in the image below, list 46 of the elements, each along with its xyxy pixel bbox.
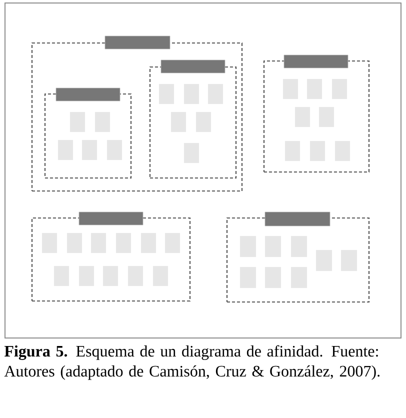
note-card	[184, 143, 199, 163]
header-bar	[78, 212, 144, 226]
note-card	[82, 140, 97, 160]
note-card	[171, 112, 186, 132]
note-card	[159, 84, 174, 104]
note-card	[310, 141, 325, 161]
note-card	[265, 236, 281, 257]
note-card	[95, 112, 110, 132]
note-card	[196, 112, 211, 132]
note-card	[107, 140, 122, 160]
header-bar	[264, 212, 330, 226]
note-card	[67, 233, 82, 253]
header-bar	[56, 88, 120, 102]
note-card	[307, 79, 322, 99]
header-bar	[284, 54, 348, 68]
note-card	[103, 266, 118, 286]
note-card	[240, 236, 256, 257]
note-card	[285, 141, 300, 161]
note-card	[42, 233, 57, 253]
note-card	[153, 266, 168, 286]
note-card	[54, 266, 69, 286]
note-card	[319, 107, 334, 127]
note-card	[184, 84, 199, 104]
note-card	[208, 84, 223, 104]
note-card	[70, 112, 85, 132]
note-card	[91, 233, 106, 253]
note-card	[240, 267, 256, 288]
note-card	[79, 266, 94, 286]
note-card	[291, 267, 307, 288]
note-card	[335, 141, 350, 161]
note-card	[295, 107, 310, 127]
note-card	[116, 233, 131, 253]
note-card	[316, 250, 332, 271]
note-card	[332, 79, 347, 99]
note-card	[165, 233, 180, 253]
note-card	[128, 266, 143, 286]
dashed-group-box	[31, 42, 243, 192]
caption: Figura 5. Esquema de un diagrama de afinidad. Fuente: Autores (adaptado de Camisón, Cruz & González, 2007).	[4, 345, 380, 380]
note-card	[265, 267, 281, 288]
note-card	[341, 250, 357, 271]
header-bar	[160, 60, 226, 74]
note-card	[283, 79, 298, 99]
note-card	[58, 140, 73, 160]
note-card	[291, 236, 307, 257]
note-card	[141, 233, 156, 253]
header-bar	[104, 36, 170, 50]
